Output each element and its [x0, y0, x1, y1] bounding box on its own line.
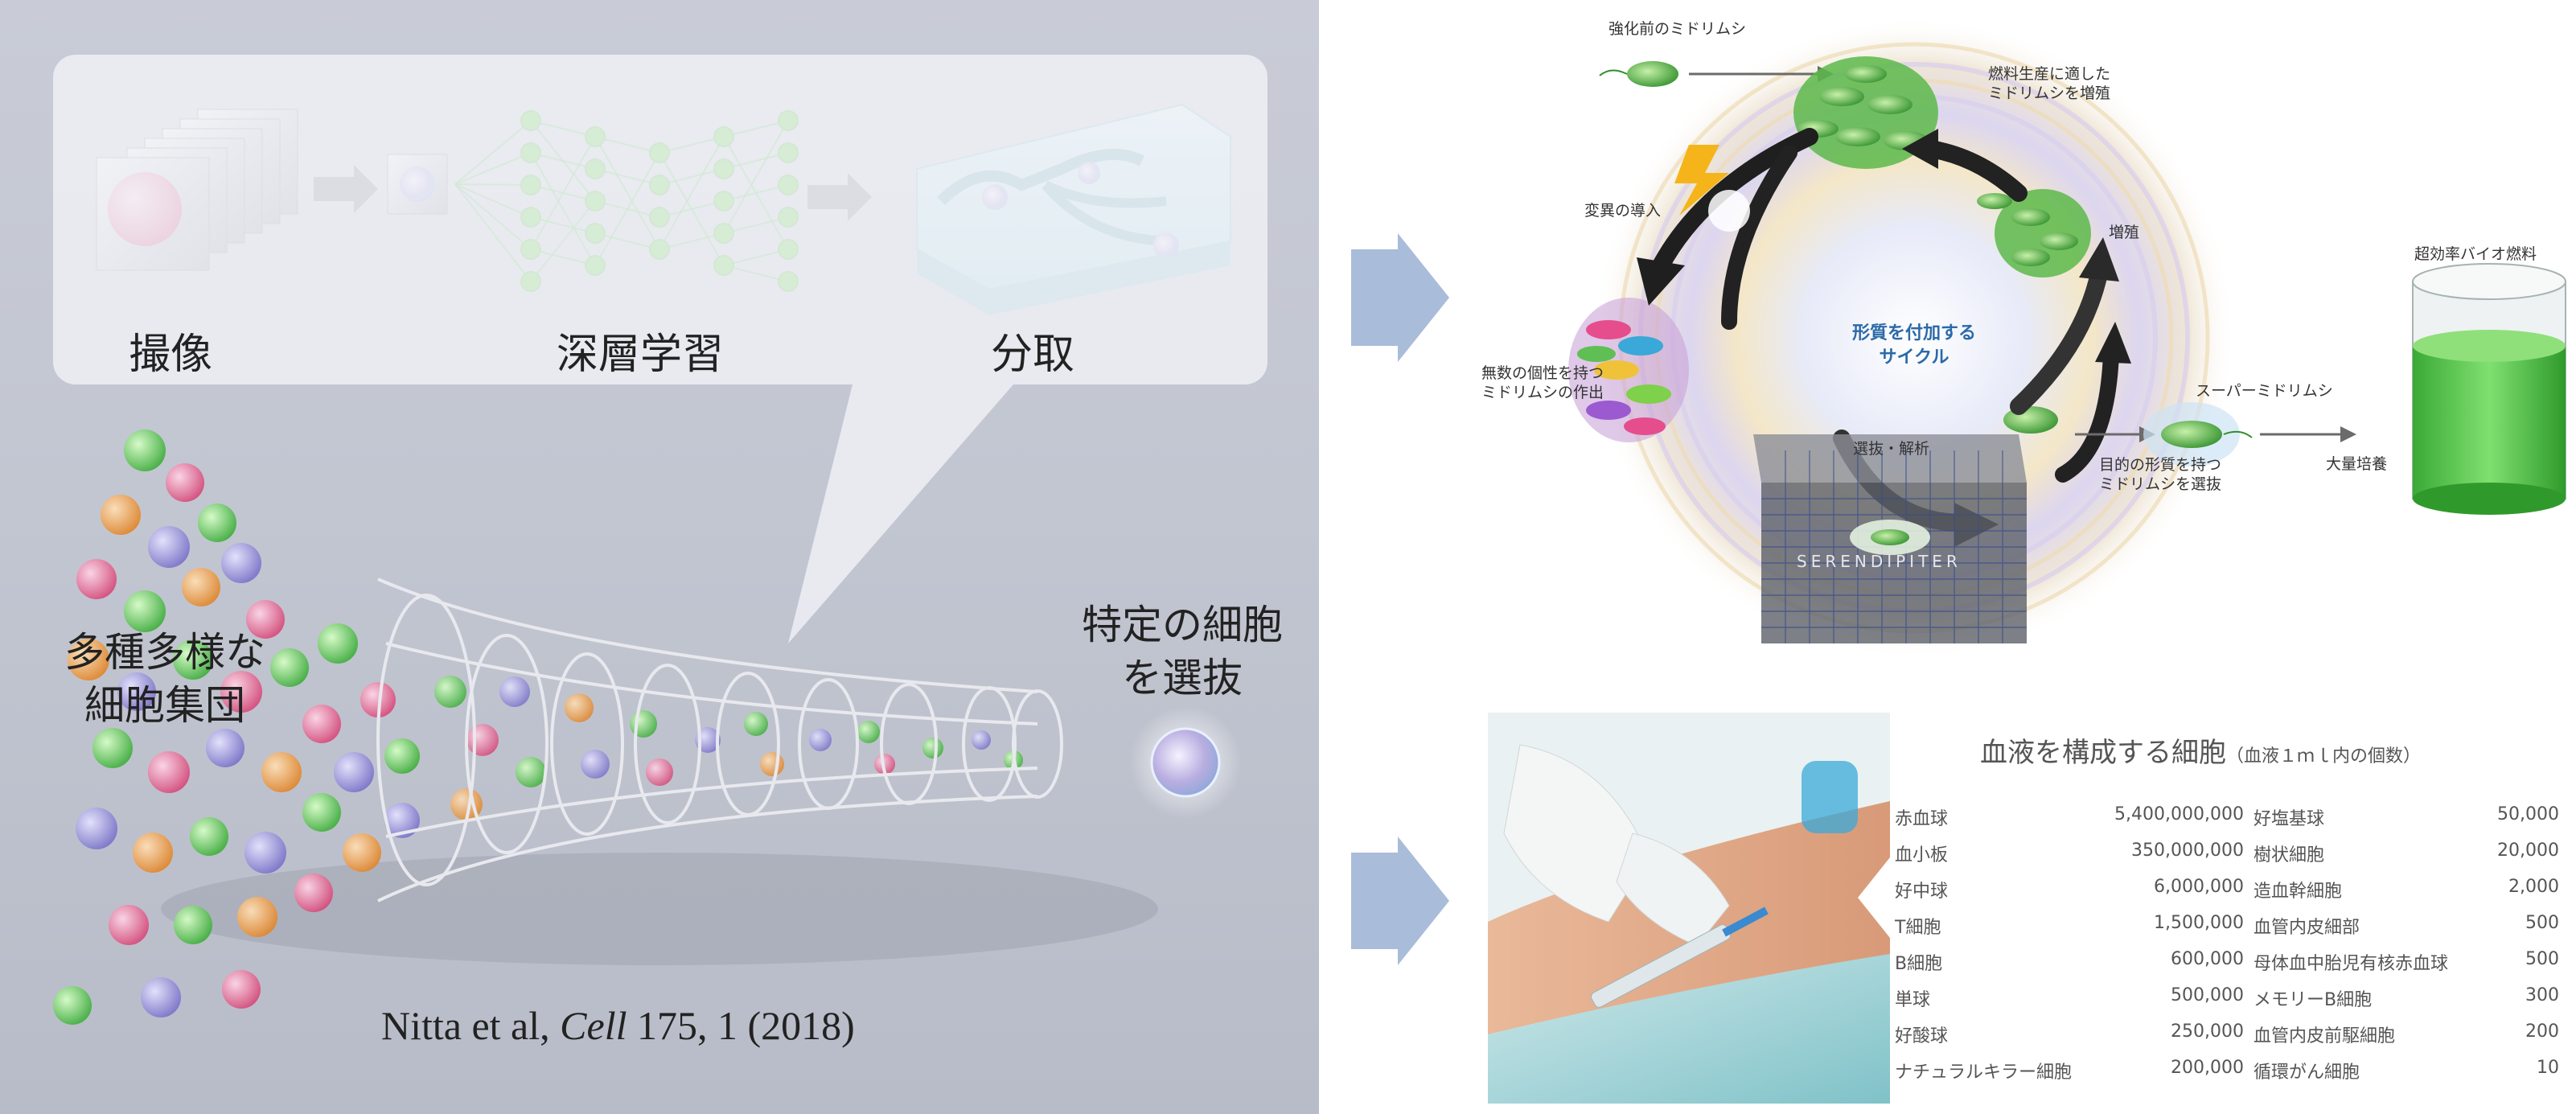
select-cell-label: 特定の細胞 を選抜: [1062, 598, 1303, 705]
label-mutation: 変異の導入: [1584, 202, 1662, 220]
table-cell-name: T細胞: [1895, 918, 1941, 938]
left-panel: 撮像 深層学習 分取 多種多様な 細胞集団 特定の細胞 を選抜 Nitta et…: [0, 0, 1319, 1114]
diverse-population-line2: 細胞集団: [84, 682, 245, 729]
table-cell-value: 2,000: [2508, 877, 2559, 897]
table-cell-name: 母体血中胎児有核赤血球: [2253, 954, 2449, 974]
table-cell-name: 血管内皮前駆細胞: [2253, 1026, 2396, 1046]
label-many-line2: ミドリムシの作出: [1481, 384, 1604, 401]
table-cell-value: 20,000: [2497, 841, 2559, 861]
label-proliferation: 増殖: [2109, 224, 2140, 241]
table-cell-value: 300: [2525, 985, 2559, 1005]
citation-journal: Cell: [560, 1003, 627, 1048]
table-cell-name: 好塩基球: [2253, 809, 2325, 829]
blood-cell-table: 赤血球 5,400,000,000 血小板 350,000,000 好中球 6,…: [1895, 804, 2562, 1102]
table-cell-name: 好酸球: [1895, 1026, 1949, 1046]
right-arrow-icon: [1351, 233, 1449, 362]
table-cell-value: 1,500,000: [2154, 913, 2244, 933]
diverse-population-label: 多種多様な 細胞集団: [48, 626, 281, 732]
blood-table-subtitle: （血液１ｍｌ内の個数）: [2226, 746, 2422, 767]
cycle-center-label: 形質を付加する サイクル: [1818, 322, 2011, 370]
table-cell-name: 血小板: [1895, 845, 1949, 865]
table-cell-value: 500,000: [2171, 985, 2244, 1005]
table-cell-value: 250,000: [2171, 1022, 2244, 1042]
table-cell-name: 好中球: [1895, 882, 1949, 902]
arrow-icon: [2340, 426, 2356, 442]
right-arrow-icon: [1351, 837, 1449, 965]
euglena-cycle-diagram: 強化前のミドリムシ 燃料生産に適した ミドリムシを増殖 変異の導入 増殖 形質を…: [1464, 0, 2576, 660]
step-sorting-label: 分取: [991, 331, 1075, 379]
table-cell-name: 単球: [1895, 990, 1931, 1010]
callout-tail: [788, 384, 1013, 643]
label-before: 強化前のミドリムシ: [1608, 20, 1747, 38]
selected-cell: [1150, 727, 1221, 798]
blood-table-title-text: 血液を構成する細胞: [1980, 737, 2226, 769]
table-cell-value: 10: [2537, 1058, 2559, 1078]
tourniquet-shape: [1802, 761, 1858, 833]
label-device: SERENDIPITER: [1797, 552, 1962, 571]
table-cell-name: ナチュラルキラー細胞: [1895, 1063, 2073, 1083]
table-cell-name: 循環がん細胞: [2253, 1063, 2360, 1083]
serendipiter-device: [1753, 434, 2027, 643]
table-cell-value: 600,000: [2171, 949, 2244, 969]
citation-authors: Nitta et al,: [381, 1003, 561, 1048]
label-mass-culture: 大量培養: [2326, 455, 2388, 473]
table-cell-value: 200,000: [2171, 1058, 2244, 1078]
table-cell-name: 血管内皮細部: [2253, 918, 2360, 938]
label-fuel: 超効率バイオ燃料: [2414, 245, 2537, 263]
process-steps-box: [53, 55, 1267, 384]
table-cell-value: 500: [2525, 949, 2559, 969]
label-target: 目的の形質を持つ ミドリムシを選抜: [2099, 455, 2221, 494]
label-many: 無数の個性を持つ ミドリムシの作出: [1481, 364, 1604, 402]
funnel-wireframe: [376, 578, 1063, 902]
label-select-analyze: 選抜・解析: [1853, 440, 1930, 458]
table-cell-value: 6,000,000: [2154, 877, 2244, 897]
citation-reference: 175, 1 (2018): [627, 1003, 855, 1048]
cycle-center-line2: サイクル: [1879, 347, 1949, 368]
table-cell-value: 5,400,000,000: [2114, 804, 2244, 824]
label-target-line2: ミドリムシを選抜: [2099, 475, 2222, 493]
table-cell-name: メモリーB細胞: [2253, 990, 2373, 1010]
blood-table-title: 血液を構成する細胞（血液１ｍｌ内の個数）: [1980, 730, 2421, 770]
step-imaging-label: 撮像: [129, 331, 213, 379]
lightning-icon: [1674, 145, 1729, 216]
table-cell-name: B細胞: [1895, 954, 1943, 974]
table-cell-name: 樹状細胞: [2253, 845, 2325, 865]
table-cell-value: 350,000,000: [2131, 841, 2244, 861]
euglena-cluster-top: [1793, 56, 1938, 169]
citation: Nitta et al, Cell 175, 1 (2018): [381, 1002, 855, 1049]
table-cell-value: 200: [2525, 1022, 2559, 1042]
cycle-center-line1: 形質を付加する: [1851, 323, 1976, 343]
fuel-beaker-icon: [2412, 263, 2566, 515]
step-deep-learning-label: 深層学習: [557, 331, 725, 379]
select-cell-line2: を選抜: [1122, 655, 1243, 701]
label-target-line1: 目的の形質を持つ: [2099, 456, 2222, 474]
label-grow-line2: ミドリムシを増殖: [1988, 84, 2111, 102]
blood-draw-photo: [1488, 713, 1890, 1104]
label-many-line1: 無数の個性を持つ: [1481, 364, 1604, 382]
super-euglena-icon: [2161, 421, 2222, 448]
euglena-cluster-diverse: [1568, 298, 1689, 442]
cycle-arrows: [1637, 128, 2131, 547]
cycle-illustration: [1568, 16, 2566, 660]
diverse-population-line1: 多種多様な: [64, 629, 265, 676]
table-cell-value: 500: [2525, 913, 2559, 933]
label-super: スーパーミドリムシ: [2196, 382, 2333, 400]
select-cell-line1: 特定の細胞: [1082, 602, 1283, 648]
euglena-cluster-right: [1977, 189, 2091, 277]
cell-cloud: [53, 430, 420, 1025]
table-cell-value: 50,000: [2497, 804, 2559, 824]
table-cell-name: 造血幹細胞: [2253, 882, 2343, 902]
label-grow: 燃料生産に適した ミドリムシを増殖: [1988, 64, 2110, 103]
euglena-icon: [1627, 61, 1678, 87]
label-grow-line1: 燃料生産に適した: [1988, 65, 2111, 83]
table-cell-name: 赤血球: [1895, 809, 1949, 829]
